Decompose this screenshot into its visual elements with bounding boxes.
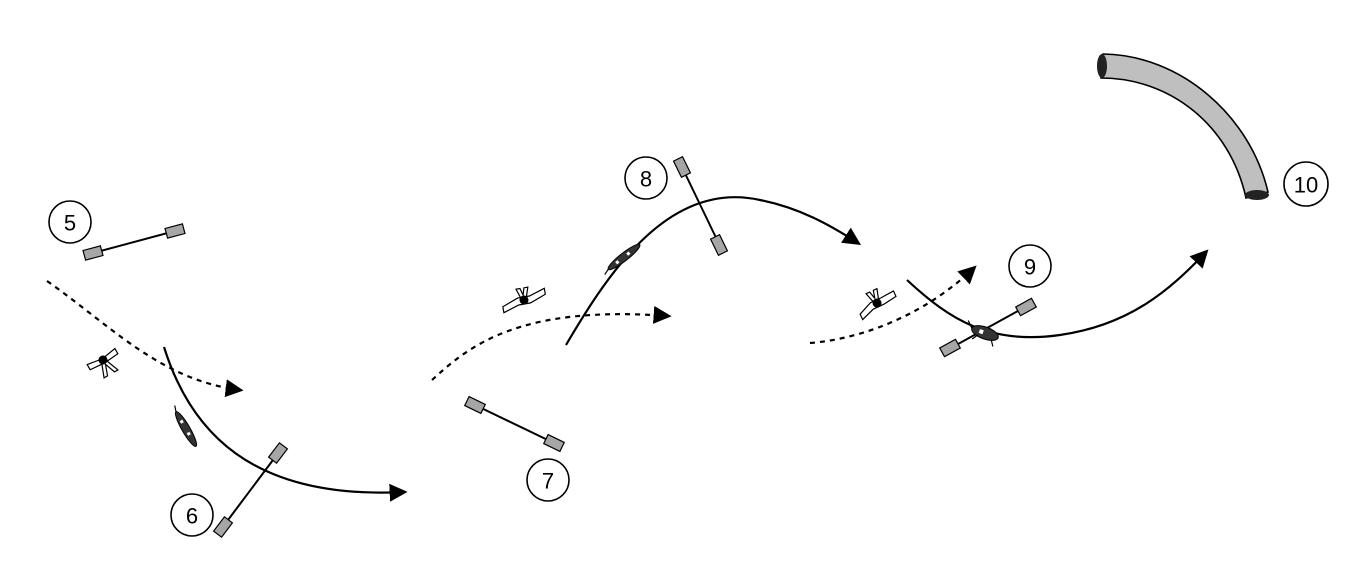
jump-wing — [463, 395, 487, 415]
obstacle-number-5: 5 — [48, 200, 92, 244]
svg-text:6: 6 — [186, 504, 198, 529]
tunnel-body — [1100, 53, 1269, 199]
handler-figure-icon — [859, 287, 897, 321]
dog-icon — [174, 405, 198, 447]
dog-icon — [967, 320, 999, 347]
svg-text:8: 8 — [640, 167, 652, 192]
jump-wing — [82, 245, 104, 261]
handler-figure-icon — [502, 286, 546, 314]
tunnel-10 — [1097, 53, 1269, 200]
jump-wing — [709, 233, 729, 257]
jump-6 — [212, 441, 289, 539]
jump-wing — [672, 155, 692, 179]
jump-wing — [164, 223, 186, 239]
jump-5 — [82, 223, 186, 261]
jump-7 — [463, 395, 566, 453]
obstacle-number-7: 7 — [526, 458, 570, 502]
jump-bar — [221, 451, 280, 529]
jump-wing — [938, 338, 962, 358]
svg-text:7: 7 — [542, 469, 554, 494]
handler-path-1 — [46, 280, 244, 398]
svg-text:10: 10 — [1294, 173, 1318, 198]
obstacle-number-6: 6 — [170, 493, 214, 537]
tunnel-exit — [1245, 190, 1269, 200]
handler-path-2 — [431, 305, 672, 381]
dog-path-3 — [906, 249, 1209, 339]
jump-wing — [1014, 297, 1038, 317]
jump-bar — [680, 164, 721, 247]
dog-path-1 — [162, 346, 408, 502]
svg-text:5: 5 — [64, 211, 76, 236]
dog-path-2 — [565, 196, 862, 346]
jump-bar — [474, 404, 555, 444]
obstacle-number-9: 9 — [1008, 244, 1052, 288]
jump-wing — [212, 515, 234, 539]
svg-text:9: 9 — [1024, 255, 1036, 280]
jump-wing — [542, 433, 566, 453]
tunnel-entry — [1097, 54, 1107, 78]
dog-icon — [604, 243, 641, 275]
jump-9 — [938, 297, 1038, 358]
obstacle-number-10: 10 — [1283, 161, 1329, 207]
handler-path-3 — [809, 265, 977, 345]
jump-wing — [267, 441, 289, 465]
handler-figure-icon — [86, 347, 119, 379]
jump-bar — [92, 230, 176, 254]
obstacle-number-8: 8 — [624, 156, 668, 200]
jump-8 — [672, 155, 729, 257]
